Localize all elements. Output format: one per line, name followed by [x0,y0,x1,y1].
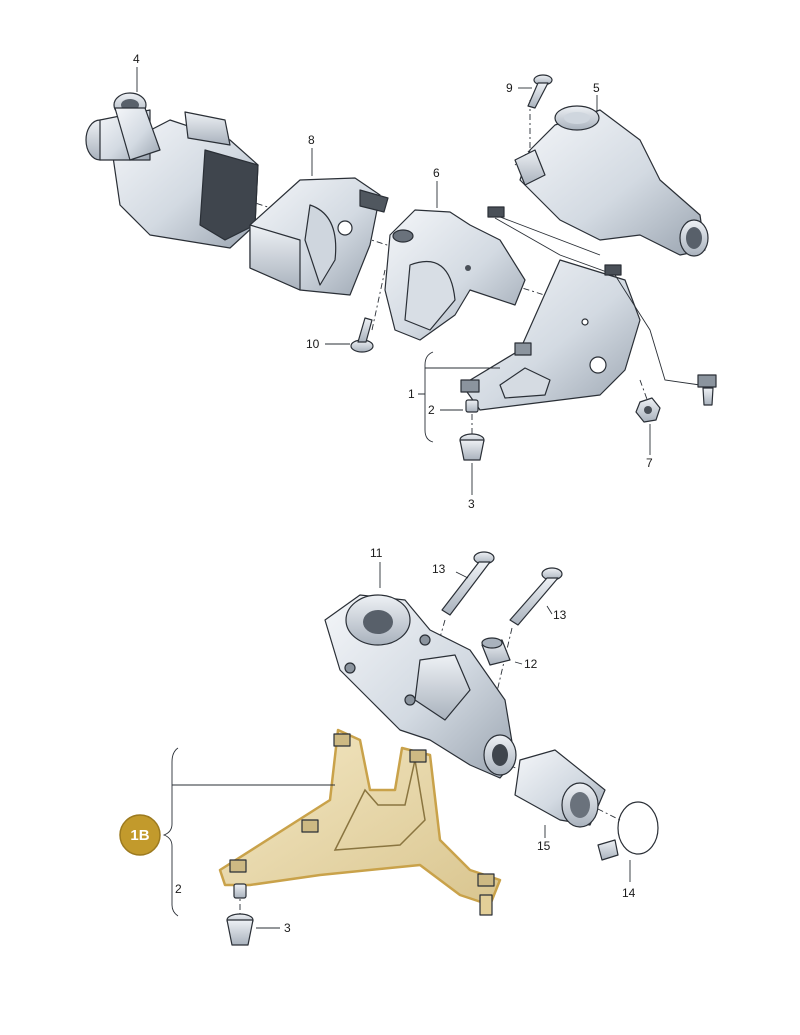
rubber-buffer-part-3-lower [226,913,254,946]
bolt-part-2-lower [233,883,247,899]
axis-line-nut-7 [639,379,649,403]
callout-3-lower: 3 [284,921,291,935]
bolt-part-2-upper [465,399,479,413]
axis-line-screw-10 [371,269,386,331]
nut-part-7 [635,397,661,423]
callout-4: 4 [133,52,140,66]
callout-14: 14 [622,886,636,900]
leader-13-left [455,571,469,579]
hose-clamp-part-14 [597,801,659,861]
holder-clip-part-8 [249,177,389,296]
bolt-part-13-left [441,551,495,616]
callout-2-lower: 2 [175,882,182,896]
sleeve-part-15 [514,749,606,828]
bracket-part-1b-highlighted [218,728,502,916]
callout-7: 7 [646,456,653,470]
callout-9: 9 [506,81,513,95]
callout-15: 15 [537,839,551,853]
callout-6: 6 [433,166,440,180]
callout-10: 10 [306,337,320,351]
axis-line-bolt-13b [494,627,513,701]
badge-1b[interactable]: 1B [119,814,161,856]
bolt-part-13-right [509,567,563,626]
bracket-group-1b [162,747,335,917]
mounting-bracket-part-1 [460,206,717,411]
rubber-buffer-part-3-upper [459,433,485,461]
callout-11: 11 [370,546,383,560]
axis-line-screw-9 [514,100,531,166]
leader-12 [514,661,523,665]
bracket-group-1 [418,351,500,443]
screw-part-10 [350,317,374,353]
callout-13-right: 13 [553,608,567,622]
callout-5: 5 [593,81,600,95]
bushing-part-12 [481,637,511,666]
callout-12: 12 [524,657,538,671]
badge-1b-label: 1B [130,827,149,844]
screw-part-9 [527,74,553,109]
strap-bracket-part-6 [384,209,526,341]
leader-13-right [546,605,553,615]
hose-connector-part-5 [514,105,709,257]
valve-housing-part-11 [324,594,517,779]
water-pump-part-4 [85,92,259,249]
callout-3: 3 [468,497,475,511]
callout-1: 1 [408,387,415,401]
callout-2: 2 [428,403,435,417]
callout-8: 8 [308,133,315,147]
callout-13-left: 13 [432,562,446,576]
